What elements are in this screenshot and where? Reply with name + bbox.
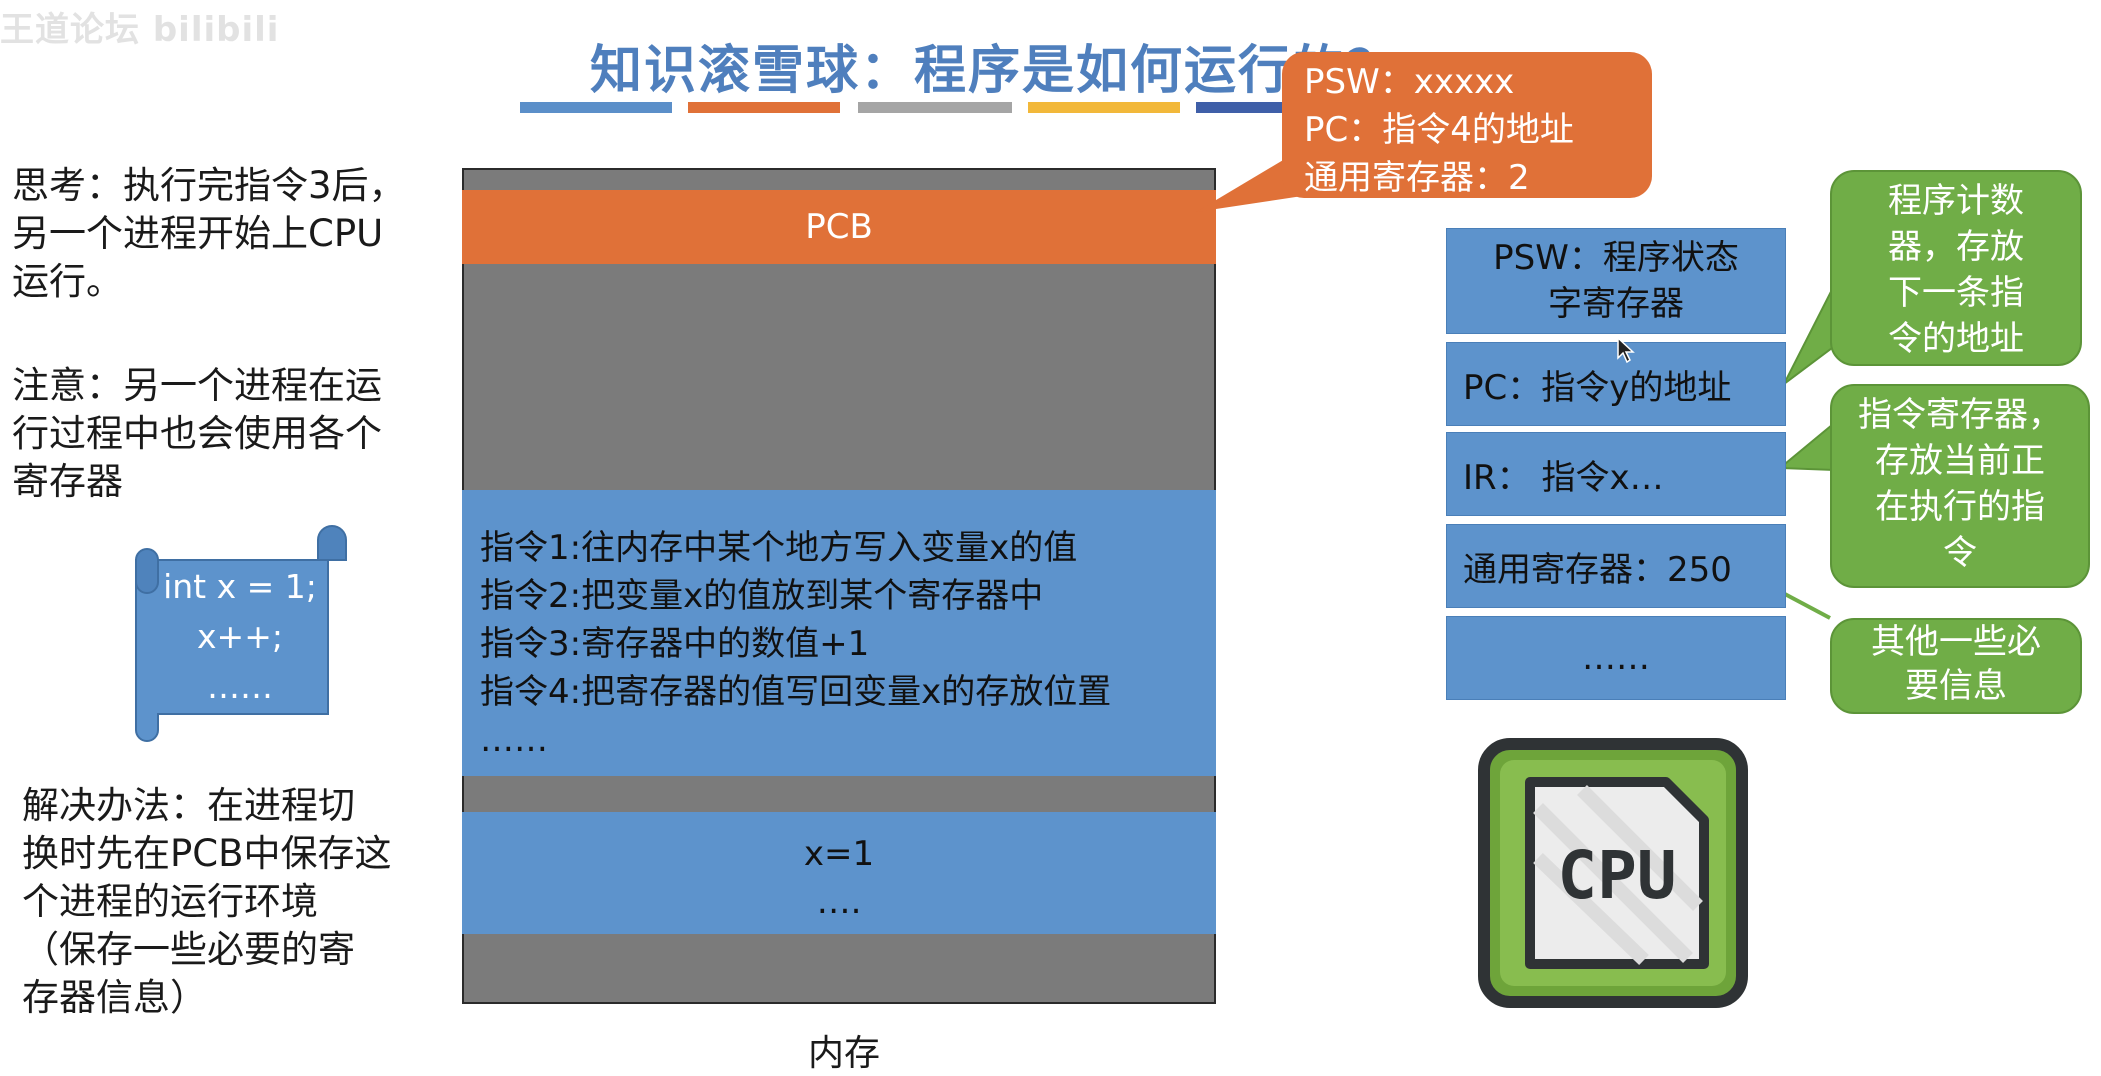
- pc-explanation-line: 程序计数: [1888, 181, 2024, 221]
- scroll-code: int x = 1; x++; ……: [140, 562, 340, 712]
- note-attention: 注意：另一个进程在运 行过程中也会使用各个 寄存器: [12, 362, 382, 506]
- data-line: x=1: [803, 834, 875, 874]
- register-general: 通用寄存器：250: [1446, 524, 1786, 608]
- title-bar-5: [1196, 102, 1286, 113]
- ir-explanation-line: 在执行的指: [1875, 487, 2045, 527]
- note-think: 思考：执行完指令3后， 另一个进程开始上CPU 运行。: [12, 162, 406, 306]
- pcb-callout-line: PC：指令4的地址: [1304, 110, 1574, 150]
- ir-explanation-line: 指令寄存器，: [1858, 395, 2062, 435]
- instruction-segment: 指令1:往内存中某个地方写入变量x的值 指令2:把变量x的值放到某个寄存器中 指…: [462, 490, 1216, 776]
- cpu-chip-icon: CPU: [1478, 738, 1748, 1008]
- pc-explanation: 程序计数 器，存放 下一条指 令的地址: [1830, 170, 2082, 366]
- memory-label: 内存: [808, 1033, 881, 1074]
- instruction-line: 指令4:把寄存器的值写回变量x的存放位置: [480, 672, 1112, 712]
- instruction-line: 指令2:把变量x的值放到某个寄存器中: [480, 576, 1044, 616]
- other-explanation: 其他一些必 要信息: [1830, 618, 2082, 714]
- register-psw-line: 字寄存器: [1548, 284, 1684, 324]
- note-attention-line: 注意：另一个进程在运: [12, 364, 382, 407]
- note-solution-line: 换时先在PCB中保存这: [22, 832, 392, 875]
- mouse-cursor-icon: [1617, 336, 1635, 364]
- scroll-shape: [135, 525, 347, 742]
- code-line: ……: [207, 667, 273, 706]
- note-solution-line: 存器信息）: [22, 976, 207, 1019]
- ir-explanation: 指令寄存器， 存放当前正 在执行的指 令: [1830, 384, 2090, 588]
- title-bar-2: [688, 102, 840, 113]
- register-pc: PC：指令y的地址: [1446, 342, 1786, 426]
- register-psw: PSW：程序状态 字寄存器: [1446, 228, 1786, 334]
- pc-explanation-line: 器，存放: [1888, 227, 2024, 267]
- note-solution-line: 个进程的运行环境: [22, 880, 318, 923]
- register-general-label: 通用寄存器：250: [1463, 549, 1732, 590]
- pc-explanation-line: 令的地址: [1888, 319, 2024, 359]
- note-solution-line: 解决办法：在进程切: [22, 784, 355, 827]
- pc-explanation-line: 下一条指: [1888, 273, 2024, 313]
- register-ir: IR： 指令x…: [1446, 432, 1786, 516]
- note-solution-line: （保存一些必要的寄: [22, 928, 355, 971]
- note-attention-line: 行过程中也会使用各个: [12, 412, 382, 455]
- code-line: x++;: [197, 617, 283, 656]
- slide-title: 知识滚雪球：程序是如何运行的？: [590, 41, 1401, 101]
- code-line: int x = 1;: [163, 567, 317, 606]
- other-explanation-line: 要信息: [1905, 666, 2007, 706]
- cpu-chip-label: CPU: [1557, 837, 1676, 914]
- register-ir-label: IR： 指令x…: [1463, 457, 1664, 498]
- ir-explanation-line: 存放当前正: [1875, 441, 2045, 481]
- register-more: ……: [1446, 616, 1786, 700]
- instruction-line: 指令1:往内存中某个地方写入变量x的值: [480, 528, 1078, 568]
- watermark: 王道论坛 bilibili: [0, 10, 280, 50]
- note-think-line: 另一个进程开始上CPU: [12, 212, 384, 255]
- instruction-line: ……: [480, 720, 548, 760]
- note-solution: 解决办法：在进程切 换时先在PCB中保存这 个进程的运行环境 （保存一些必要的寄…: [22, 782, 392, 1022]
- title-bar-4: [1028, 102, 1180, 113]
- pcb-callout-line: PSW：xxxxx: [1304, 62, 1515, 102]
- pcb-segment: PCB: [462, 190, 1216, 264]
- register-more-label: ……: [1582, 638, 1650, 678]
- data-segment: x=1 ….: [462, 812, 1216, 934]
- note-think-line: 运行。: [12, 260, 123, 303]
- register-pc-label: PC：指令y的地址: [1463, 367, 1732, 408]
- note-attention-line: 寄存器: [12, 460, 123, 503]
- pcb-callout-line: 通用寄存器：2: [1304, 158, 1530, 198]
- note-think-line: 思考：执行完指令3后，: [12, 164, 406, 207]
- ir-explanation-line: 令: [1943, 533, 1977, 573]
- data-line: ….: [816, 882, 862, 922]
- register-psw-line: PSW：程序状态: [1493, 238, 1739, 278]
- title-bar-3: [858, 102, 1012, 113]
- title-bar-1: [520, 102, 672, 113]
- other-explanation-line: 其他一些必: [1871, 622, 2041, 662]
- pcb-callout: PSW：xxxxx PC：指令4的地址 通用寄存器：2: [1282, 52, 1652, 198]
- instruction-line: 指令3:寄存器中的数值+1: [480, 624, 870, 664]
